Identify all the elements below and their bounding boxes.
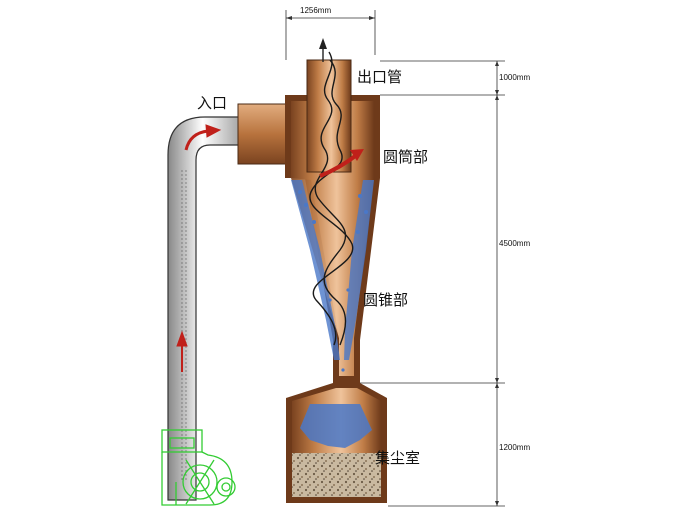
dim-top-width: 1256mm xyxy=(300,6,331,15)
dust-in-chamber xyxy=(300,404,372,448)
swirl-arrow xyxy=(319,149,364,178)
dim-outlet-height: 1000mm xyxy=(499,73,530,82)
label-cone: 圆锥部 xyxy=(363,291,408,309)
outlet-flow-arrow xyxy=(319,38,327,62)
fan xyxy=(161,429,236,506)
dim-body-height: 4500mm xyxy=(499,239,530,248)
dimension-lines xyxy=(285,10,505,507)
outlet-pipe xyxy=(306,59,352,173)
dimension-ticks xyxy=(286,16,499,506)
label-dust-chamber: 集尘室 xyxy=(375,449,420,467)
dim-chamber-height: 1200mm xyxy=(499,443,530,452)
collected-dust xyxy=(292,453,381,497)
inlet-duct xyxy=(167,116,246,501)
label-outlet-pipe: 出口管 xyxy=(357,68,402,86)
label-inlet: 入口 xyxy=(197,94,227,112)
spiral-flow xyxy=(309,51,354,346)
label-cylinder: 圆筒部 xyxy=(383,148,428,166)
